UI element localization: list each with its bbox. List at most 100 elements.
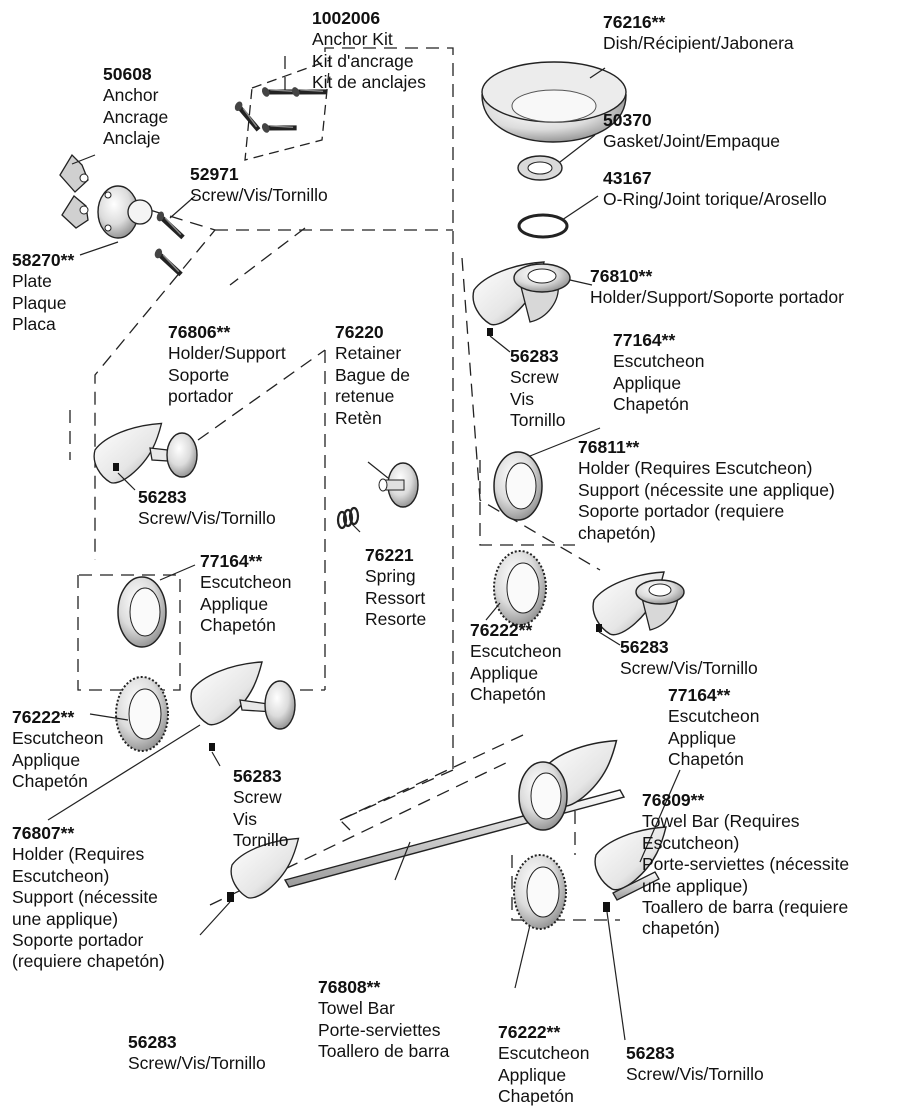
part-desc: Soporte portador (requiere [578,501,785,522]
gasket-part [517,155,563,181]
part-number: 56283 [510,346,559,366]
part-desc: Plaque [12,292,67,313]
part-desc: Holder/Support/Soporte portador [590,287,844,308]
part-number: 56283 [233,766,282,786]
part-desc: Dish/Récipient/Jabonera [603,33,794,54]
part-desc: Spring [365,566,416,587]
part-desc: Holder/Support [168,343,286,364]
part-desc: Chapetón [12,771,88,792]
part-desc: Anchor [103,85,159,106]
part-desc: Escutcheon [470,641,562,662]
part-desc: Escutcheon [498,1043,590,1064]
label-towel-bar: 76808** Towel Bar Porte-serviettes Toall… [318,977,449,1063]
part-number: 76808** [318,977,381,997]
label-holder-support-screw: 56283 Screw/Vis/Tornillo [138,487,276,530]
part-number: 77164** [200,551,263,571]
part-desc: Screw/Vis/Tornillo [190,185,328,206]
part-desc: Applique [470,662,539,683]
label-escutcheon-left-2: 76222** Escutcheon Applique Chapetón [12,707,103,793]
label-holder-left: 76807** Holder (Requires Escutcheon) Sup… [12,823,165,973]
label-anchor-kit: 1002006 Anchor Kit Kit d'ancrage Kit de … [312,8,426,94]
part-desc: retenue [335,386,395,407]
label-plate-screw: 52971 Screw/Vis/Tornillo [190,164,328,207]
part-desc: Screw/Vis/Tornillo [626,1064,764,1085]
escutcheon-right-top-part [493,451,543,521]
part-desc: Chapetón [498,1086,574,1107]
part-desc: Applique [668,727,737,748]
part-desc: Escutcheon [668,706,760,727]
part-desc: Chapetón [668,749,744,770]
label-bar-right-screw: 56283 Screw/Vis/Tornillo [626,1043,764,1086]
part-number: 76807** [12,823,75,843]
label-escutcheon-right-top: 77164** Escutcheon Applique Chapetón [613,330,704,416]
part-number: 77164** [613,330,676,350]
part-desc: Escutcheon) [642,832,740,853]
part-desc: portador [168,386,234,407]
part-desc: une applique) [642,875,749,896]
part-desc: Chapetón [470,684,546,705]
label-holder-left-screw: 56283 Screw Vis Tornillo [233,766,288,852]
escutcheon-right-mid-part [493,550,547,626]
plate-screw-part [153,211,189,238]
plate-screw-part-2 [151,248,187,275]
part-number: 56283 [626,1043,675,1063]
label-towel-bar-right: 76809** Towel Bar (Requires Escutcheon) … [642,790,849,940]
part-desc: Chapetón [613,394,689,415]
label-soap-holder-screw: 56283 Screw Vis Tornillo [510,346,565,432]
part-desc: Toallero de barra [318,1041,450,1062]
part-desc: Vis [233,808,257,829]
part-desc: Ressort [365,587,426,608]
label-anchor: 50608 Anchor Ancrage Anclaje [103,64,168,150]
part-desc: Escutcheon [12,728,104,749]
escutcheon-bar-bottom-part [513,854,567,930]
part-number: 76222** [12,707,75,727]
part-desc: chapetón) [578,522,656,543]
part-number: 76810** [590,266,653,286]
assembly-guide-lines [69,47,620,921]
part-number: 56283 [128,1032,177,1052]
part-desc: Holder (Requires Escutcheon) [578,458,813,479]
label-escutcheon-bar-top: 77164** Escutcheon Applique Chapetón [668,685,759,771]
part-number: 43167 [603,168,652,188]
retainer-part [378,462,419,508]
part-desc: Tornillo [510,410,566,431]
anchor-kit-screws [230,59,331,161]
part-desc: Porte-serviettes (nécessite [642,854,850,875]
part-number: 50608 [103,64,152,84]
part-desc: Kit d'ancrage [312,50,414,71]
part-desc: Gasket/Joint/Empaque [603,131,781,152]
holder-right-part [592,571,685,636]
label-bar-left-screw: 56283 Screw/Vis/Tornillo [128,1032,266,1075]
label-dish: 76216** Dish/Récipient/Jabonera [603,12,794,55]
part-number: 58270** [12,250,75,270]
part-desc: Escutcheon [200,572,292,593]
label-escutcheon-bar-bottom: 76222** Escutcheon Applique Chapetón [498,1022,589,1108]
part-desc: Towel Bar (Requires [642,811,800,832]
label-gasket: 50370 Gasket/Joint/Empaque [603,110,780,153]
escutcheon-left-part [117,576,167,648]
part-number: 56283 [620,637,669,657]
part-desc: Towel Bar [318,998,395,1019]
part-desc: Ancrage [103,106,169,127]
part-number: 77164** [668,685,731,705]
part-desc: O-Ring/Joint torique/Arosello [603,189,827,210]
part-desc: Holder (Requires [12,844,145,865]
part-desc: Plate [12,271,52,292]
label-escutcheon-right-mid: 76222** Escutcheon Applique Chapetón [470,620,561,706]
part-number: 50370 [603,110,652,130]
part-number: 76222** [470,620,533,640]
label-holder-right: 76811** Holder (Requires Escutcheon) Sup… [578,437,835,544]
part-number: 76806** [168,322,231,342]
part-desc: Applique [498,1064,567,1085]
part-desc: Screw [510,367,559,388]
o-ring-part [517,213,569,239]
part-number: 76220 [335,322,384,342]
part-number: 76811** [578,437,640,457]
part-desc: Escutcheon [613,351,705,372]
spring-part [336,506,360,530]
label-plate: 58270** Plate Plaque Placa [12,250,74,336]
part-desc: Kit de anclajes [312,72,426,93]
part-desc: Applique [12,749,81,770]
part-desc: Retainer [335,343,402,364]
